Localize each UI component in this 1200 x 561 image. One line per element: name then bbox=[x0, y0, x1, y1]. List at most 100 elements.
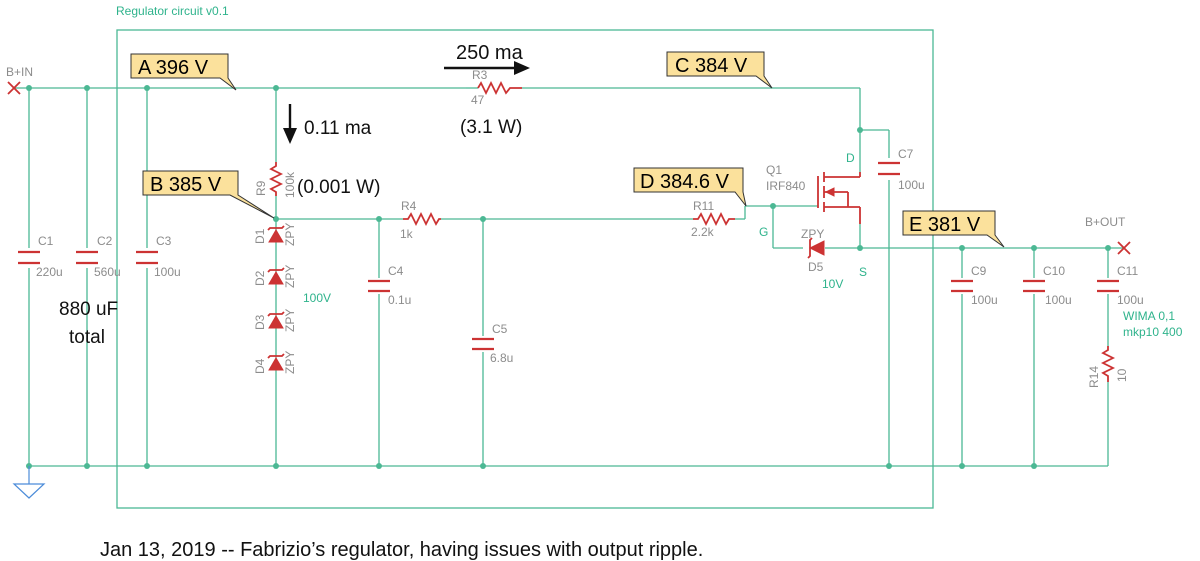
svg-text:C2: C2 bbox=[97, 234, 113, 248]
d5-voltage: 10V bbox=[822, 277, 843, 291]
r9-current-label: 0.11 ma bbox=[304, 118, 372, 139]
r3-current-annotation: 250 ma (3.1 W) bbox=[444, 42, 530, 138]
input-cross-icon bbox=[7, 81, 21, 95]
svg-text:D3: D3 bbox=[253, 314, 267, 330]
caption: Jan 13, 2019 -- Fabrizio’s regulator, ha… bbox=[100, 539, 703, 561]
svg-text:100k: 100k bbox=[283, 171, 297, 198]
c11-note-line2: mkp10 400 bbox=[1123, 325, 1183, 339]
zener-d3: D3 ZPY bbox=[253, 309, 297, 332]
capacitor-c10: C10 100u bbox=[1023, 264, 1072, 307]
c11-note-line1: WIMA 0,1 bbox=[1123, 309, 1175, 323]
capacitor-c11: C11 100u WIMA 0,1 mkp10 400 bbox=[1097, 264, 1183, 339]
cap-total-line2: total bbox=[69, 327, 105, 348]
svg-text:100u: 100u bbox=[898, 178, 925, 192]
svg-text:R9: R9 bbox=[254, 180, 268, 196]
resistor-r14: R14 10 bbox=[1087, 346, 1129, 388]
svg-text:C4: C4 bbox=[388, 264, 404, 278]
svg-text:Q1: Q1 bbox=[766, 163, 782, 177]
zener-d4: D4 ZPY bbox=[253, 351, 297, 374]
svg-text:C 384 V: C 384 V bbox=[675, 55, 748, 77]
r9-power-label: (0.001 W) bbox=[297, 177, 380, 198]
ground-icon bbox=[12, 483, 46, 499]
svg-text:2.2k: 2.2k bbox=[691, 225, 715, 239]
resistor-r11: R11 2.2k bbox=[691, 199, 735, 239]
input-net-label: B+IN bbox=[6, 65, 33, 79]
frame-title: Regulator circuit v0.1 bbox=[116, 4, 229, 18]
zener-d1: D1 ZPY bbox=[253, 223, 297, 246]
junction-dots bbox=[26, 85, 1111, 469]
capacitor-c3: C3 100u bbox=[136, 234, 181, 279]
svg-text:D1: D1 bbox=[253, 228, 267, 244]
q1-gate-label: G bbox=[759, 225, 768, 239]
callout-e: E 381 V bbox=[902, 210, 1005, 248]
svg-text:10: 10 bbox=[1115, 368, 1129, 382]
svg-text:E 381 V: E 381 V bbox=[909, 214, 981, 236]
svg-text:D5: D5 bbox=[808, 260, 824, 274]
right-arrow-icon bbox=[514, 61, 530, 75]
svg-text:C1: C1 bbox=[38, 234, 54, 248]
svg-text:0.1u: 0.1u bbox=[388, 293, 411, 307]
capacitor-c9: C9 100u bbox=[951, 264, 998, 307]
down-arrow-icon bbox=[283, 128, 297, 144]
callout-c: C 384 V bbox=[666, 51, 773, 89]
r9-current-annotation: 0.11 ma (0.001 W) bbox=[283, 104, 380, 198]
svg-text:C7: C7 bbox=[898, 147, 914, 161]
capacitor-c5: C5 6.8u bbox=[472, 322, 513, 365]
svg-text:B 385 V: B 385 V bbox=[150, 174, 222, 196]
svg-text:100u: 100u bbox=[1045, 293, 1072, 307]
svg-text:220u: 220u bbox=[36, 265, 63, 279]
callout-d: D 384.6 V bbox=[633, 167, 747, 207]
svg-text:D2: D2 bbox=[253, 270, 267, 286]
svg-text:C5: C5 bbox=[492, 322, 508, 336]
svg-text:R3: R3 bbox=[472, 68, 488, 82]
svg-text:C11: C11 bbox=[1117, 264, 1138, 278]
output-cross-icon bbox=[1117, 241, 1131, 255]
svg-text:100u: 100u bbox=[1117, 293, 1144, 307]
cap-total-line1: 880 uF bbox=[59, 299, 118, 320]
mosfet-q1: Q1 IRF840 D G S bbox=[759, 151, 867, 279]
resistor-r3: R3 47 bbox=[466, 68, 522, 107]
svg-text:ZPY: ZPY bbox=[283, 309, 297, 332]
r3-current-label: 250 ma bbox=[456, 42, 524, 64]
cap-total-annotation: 880 uF total bbox=[59, 299, 118, 348]
svg-text:C3: C3 bbox=[156, 234, 172, 248]
resistor-r4: R4 1k bbox=[400, 199, 441, 241]
capacitor-c1: C1 220u bbox=[18, 234, 63, 279]
q1-source-label: S bbox=[859, 265, 867, 279]
svg-text:A 396 V: A 396 V bbox=[138, 57, 209, 79]
schematic-frame bbox=[116, 29, 934, 509]
svg-text:C10: C10 bbox=[1043, 264, 1065, 278]
output-net-label: B+OUT bbox=[1085, 215, 1126, 229]
callout-a: A 396 V bbox=[130, 53, 237, 91]
svg-text:47: 47 bbox=[471, 93, 485, 107]
svg-text:100u: 100u bbox=[971, 293, 998, 307]
r3-power-label: (3.1 W) bbox=[460, 117, 522, 138]
svg-text:R11: R11 bbox=[693, 199, 714, 213]
svg-text:6.8u: 6.8u bbox=[490, 351, 513, 365]
resistor-r9: R9 100k bbox=[254, 162, 297, 198]
svg-text:R14: R14 bbox=[1087, 366, 1101, 388]
input-terminal: B+IN bbox=[6, 65, 33, 95]
q1-drain-label: D bbox=[846, 151, 855, 165]
svg-text:ZPY: ZPY bbox=[801, 227, 824, 241]
svg-text:560u: 560u bbox=[94, 265, 121, 279]
svg-text:R4: R4 bbox=[401, 199, 417, 213]
output-terminal: B+OUT bbox=[1085, 215, 1131, 255]
capacitor-c7: C7 100u bbox=[878, 147, 925, 192]
zener-d2: D2 ZPY bbox=[253, 265, 297, 288]
svg-text:D4: D4 bbox=[253, 358, 267, 374]
zener-string-voltage: 100V bbox=[303, 291, 331, 305]
capacitor-c4: C4 0.1u bbox=[368, 264, 411, 307]
svg-text:IRF840: IRF840 bbox=[766, 179, 806, 193]
svg-text:ZPY: ZPY bbox=[283, 351, 297, 374]
svg-text:ZPY: ZPY bbox=[283, 223, 297, 246]
svg-text:C9: C9 bbox=[971, 264, 987, 278]
svg-text:1k: 1k bbox=[400, 227, 414, 241]
svg-text:100u: 100u bbox=[154, 265, 181, 279]
svg-text:D 384.6 V: D 384.6 V bbox=[640, 171, 730, 193]
svg-text:ZPY: ZPY bbox=[283, 265, 297, 288]
zener-d5: ZPY D5 10V bbox=[801, 227, 843, 291]
ground-symbol bbox=[12, 466, 46, 499]
capacitor-c2: C2 560u bbox=[76, 234, 121, 279]
